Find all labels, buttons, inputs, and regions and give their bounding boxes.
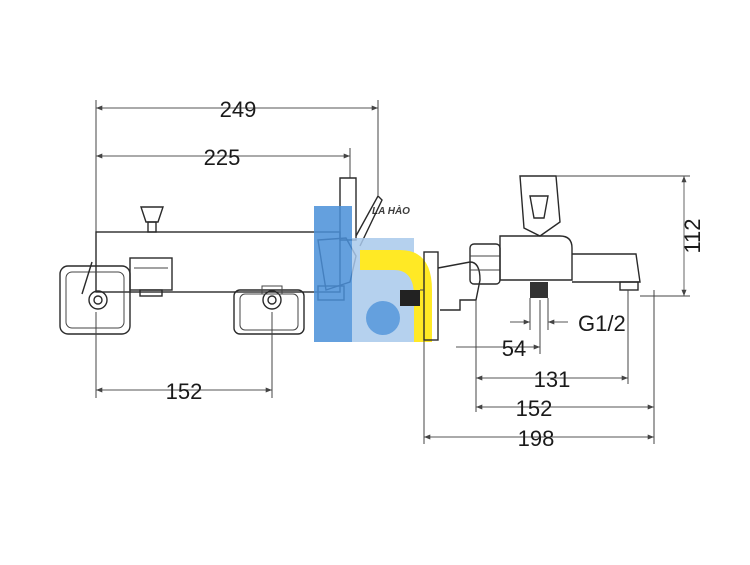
dim-label-249: 249 bbox=[220, 97, 257, 122]
dim-label-54: 54 bbox=[502, 336, 526, 361]
dim-label-112: 112 bbox=[680, 218, 705, 253]
wall-inlet-pipe bbox=[400, 290, 420, 306]
dim-label-131: 131 bbox=[534, 367, 571, 392]
dim-label-152-side: 152 bbox=[516, 396, 553, 421]
front-view: 249 225 bbox=[59, 97, 383, 404]
dimension-152-side: 152 bbox=[476, 290, 655, 421]
dimension-249: 249 bbox=[95, 97, 379, 232]
outlet-thread bbox=[530, 282, 548, 298]
dimension-225: 225 bbox=[96, 145, 351, 178]
wall-flange bbox=[400, 251, 439, 341]
dimension-198: 198 bbox=[423, 340, 655, 451]
dimension-g12: G1/2 bbox=[510, 298, 626, 336]
spout bbox=[129, 257, 173, 297]
left-wall-plate bbox=[59, 261, 131, 335]
mixer-body bbox=[95, 231, 341, 293]
dimension-152-front: 152 bbox=[95, 312, 273, 404]
side-body bbox=[499, 175, 641, 298]
dim-label-225: 225 bbox=[204, 145, 241, 170]
dimension-112: 112 bbox=[556, 175, 705, 297]
dimension-131: 131 bbox=[475, 290, 629, 412]
side-view: 112 G1/2 54 131 152 bbox=[400, 175, 705, 451]
diverter-knob bbox=[140, 206, 164, 233]
dim-label-g12: G1/2 bbox=[578, 311, 626, 336]
dim-label-152-front: 152 bbox=[166, 379, 203, 404]
watermark-logo: LA HÀO bbox=[314, 204, 432, 342]
dimension-54: 54 bbox=[456, 300, 541, 361]
s-union-connector bbox=[437, 243, 501, 311]
dim-label-198: 198 bbox=[518, 426, 555, 451]
right-wall-plate bbox=[233, 285, 305, 335]
watermark-text: LA HÀO bbox=[372, 204, 410, 217]
